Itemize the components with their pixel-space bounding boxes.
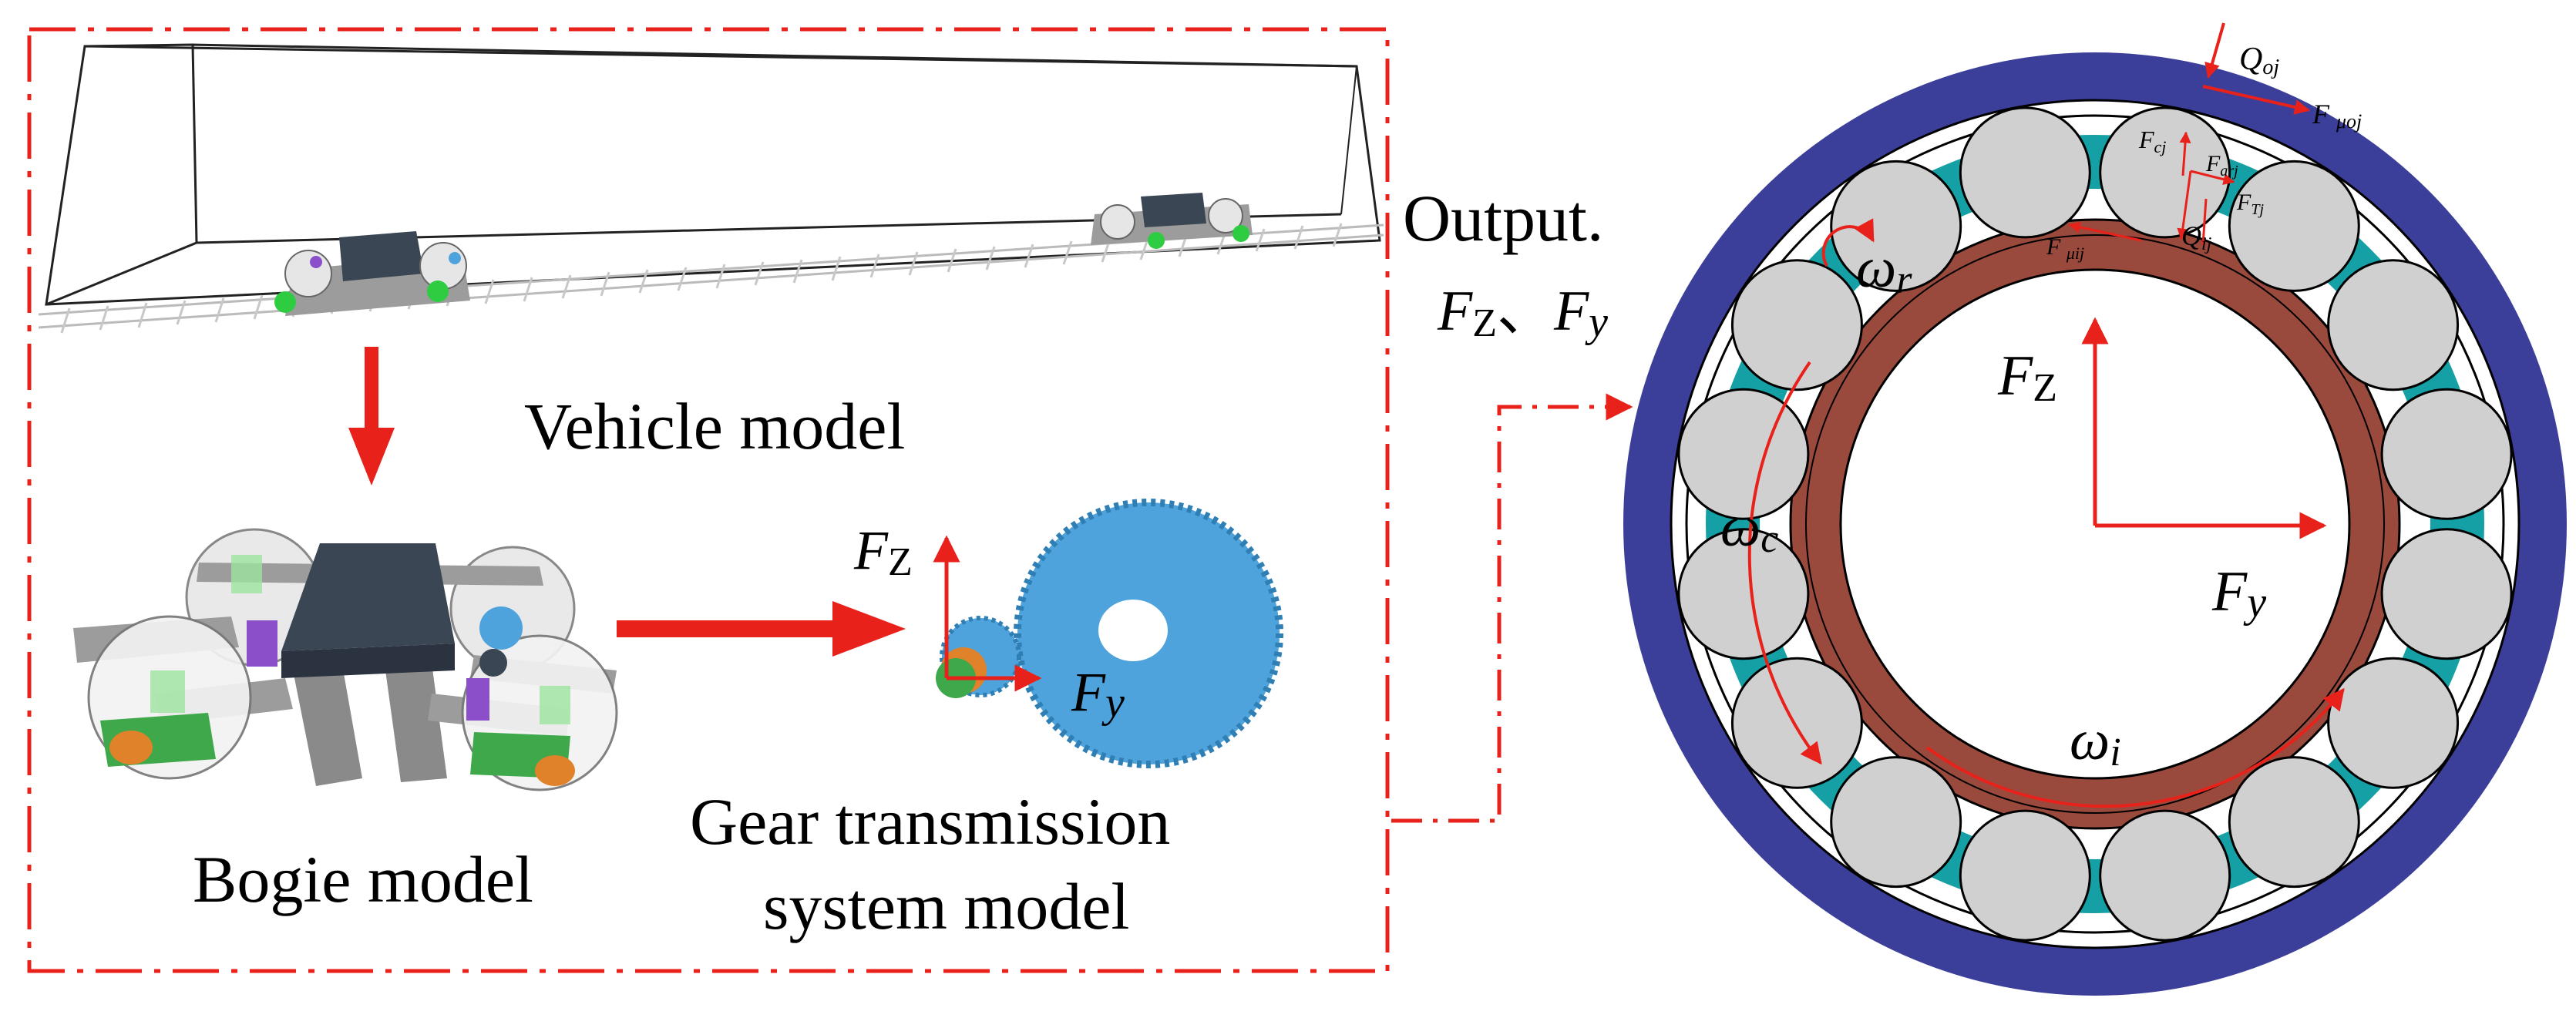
gear-fz-label: FZ bbox=[853, 519, 913, 584]
vehicle-model-icon bbox=[38, 43, 1384, 334]
bearing-roller bbox=[2327, 259, 2460, 391]
bearing-roller bbox=[2380, 388, 2513, 520]
vehicle-front-bogie-icon bbox=[274, 231, 470, 316]
bearing-roller bbox=[2228, 756, 2360, 889]
vehicle-model-label: Vehicle model bbox=[524, 389, 905, 463]
arrow-bogie-to-gear bbox=[617, 601, 906, 657]
connector-to-bearing bbox=[1391, 393, 1633, 823]
gear-model-label-line2: system model bbox=[763, 869, 1129, 943]
arrow-vehicle-to-bogie bbox=[348, 347, 395, 485]
bearing-roller bbox=[1677, 528, 1810, 660]
bearing-roller bbox=[2228, 160, 2360, 292]
gear-force-axes bbox=[933, 535, 1042, 692]
f-uoj-label: F μoj bbox=[2312, 99, 2362, 133]
omega-i-label: ωi bbox=[2070, 709, 2121, 774]
bearing-roller bbox=[2099, 106, 2231, 239]
output-forces-label: FZ、Fy bbox=[1437, 280, 1608, 346]
gear-model-label-line1: Gear transmission bbox=[690, 784, 1170, 858]
bogie-model-icon bbox=[73, 528, 618, 791]
model-frame bbox=[27, 27, 1390, 973]
bearing-roller bbox=[1830, 756, 1962, 889]
bearing-roller bbox=[1959, 106, 2091, 239]
bearing-roller bbox=[2099, 809, 2231, 942]
bearing-roller bbox=[1830, 160, 1962, 292]
q-oj-label: Qoj bbox=[2239, 42, 2279, 79]
bearing-roller bbox=[2327, 657, 2460, 789]
bearing-roller bbox=[1959, 809, 2091, 942]
vehicle-rear-bogie-icon bbox=[1091, 193, 1253, 249]
bogie-model-label: Bogie model bbox=[193, 842, 533, 916]
omega-c-arrow bbox=[1747, 361, 1822, 765]
bearing-force-axes bbox=[2081, 317, 2327, 539]
omega-i-arrow bbox=[1925, 687, 2345, 808]
bearing-rollers bbox=[1677, 106, 2513, 942]
gear-model-icon bbox=[936, 499, 1283, 768]
bearing-roller bbox=[2380, 528, 2513, 660]
omega-r-arrow bbox=[1821, 218, 1875, 267]
bearing-roller bbox=[1730, 259, 1863, 391]
bearing-roller bbox=[1730, 657, 1863, 789]
output-label: Output. bbox=[1403, 181, 1603, 255]
roller-contact-forces bbox=[2068, 22, 2310, 246]
